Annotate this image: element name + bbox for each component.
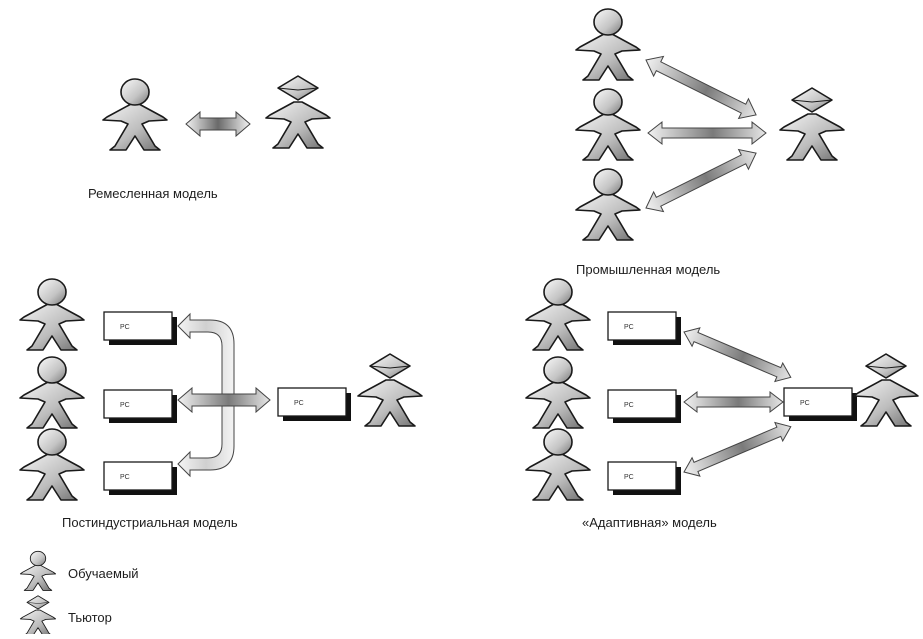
postindustrial-pc-2: PC xyxy=(103,389,178,424)
pc-label: PC xyxy=(120,474,130,481)
postindustrial-learner-1-icon xyxy=(19,278,85,351)
adaptive-pc-2: PC xyxy=(607,389,682,424)
industrial-model-caption: Промышленная модель xyxy=(576,262,721,277)
craft-model-caption: Ремесленная модель xyxy=(88,186,218,201)
craft-model xyxy=(102,75,331,151)
adaptive-arrow-2 xyxy=(683,390,784,414)
legend-tutor-label: Тьютор xyxy=(68,610,112,625)
pc-label: PC xyxy=(624,324,634,331)
industrial-learner-3-icon xyxy=(575,168,641,241)
craft-double-arrow xyxy=(185,110,251,138)
industrial-arrow-2 xyxy=(647,120,767,146)
adaptive-learner-2-icon xyxy=(525,356,591,429)
postindustrial-pc-3: PC xyxy=(103,461,178,496)
postindustrial-model-caption: Постиндустриальная модель xyxy=(62,515,238,530)
industrial-learner-1-icon xyxy=(575,8,641,81)
adaptive-learner-1-icon xyxy=(525,278,591,351)
craft-learner-icon xyxy=(102,78,168,151)
industrial-learner-2-icon xyxy=(575,88,641,161)
pc-label: PC xyxy=(294,400,304,407)
adaptive-model-caption: «Адаптивная» модель xyxy=(582,515,717,530)
industrial-tutor-icon xyxy=(779,87,845,161)
legend-learner-icon xyxy=(19,550,57,591)
legend-learner-label: Обучаемый xyxy=(68,566,139,581)
craft-tutor-icon xyxy=(265,75,331,149)
industrial-arrow-1 xyxy=(645,55,757,120)
industrial-model xyxy=(575,8,845,241)
legend-tutor-icon xyxy=(19,595,57,636)
postindustrial-main-arrow xyxy=(177,386,271,414)
industrial-arrow-3 xyxy=(645,148,757,213)
adaptive-learner-3-icon xyxy=(525,428,591,501)
pc-label: PC xyxy=(120,324,130,331)
adaptive-arrow-3 xyxy=(683,421,792,477)
postindustrial-learner-2-icon xyxy=(19,356,85,429)
adaptive-model: PC PC PC PC xyxy=(525,278,919,501)
postindustrial-tutor-icon xyxy=(357,353,423,427)
pc-label: PC xyxy=(624,474,634,481)
postindustrial-learner-3-icon xyxy=(19,428,85,501)
pc-label: PC xyxy=(800,400,810,407)
adaptive-tutor-icon xyxy=(853,353,919,427)
postindustrial-tutor-pc: PC xyxy=(277,387,352,422)
adaptive-tutor-pc: PC xyxy=(783,387,858,422)
pc-label: PC xyxy=(120,402,130,409)
pc-label: PC xyxy=(624,402,634,409)
postindustrial-model: PC PC PC PC xyxy=(19,278,423,501)
adaptive-pc-3: PC xyxy=(607,461,682,496)
postindustrial-pc-1: PC xyxy=(103,311,178,346)
adaptive-arrow-1 xyxy=(683,327,792,383)
adaptive-pc-1: PC xyxy=(607,311,682,346)
